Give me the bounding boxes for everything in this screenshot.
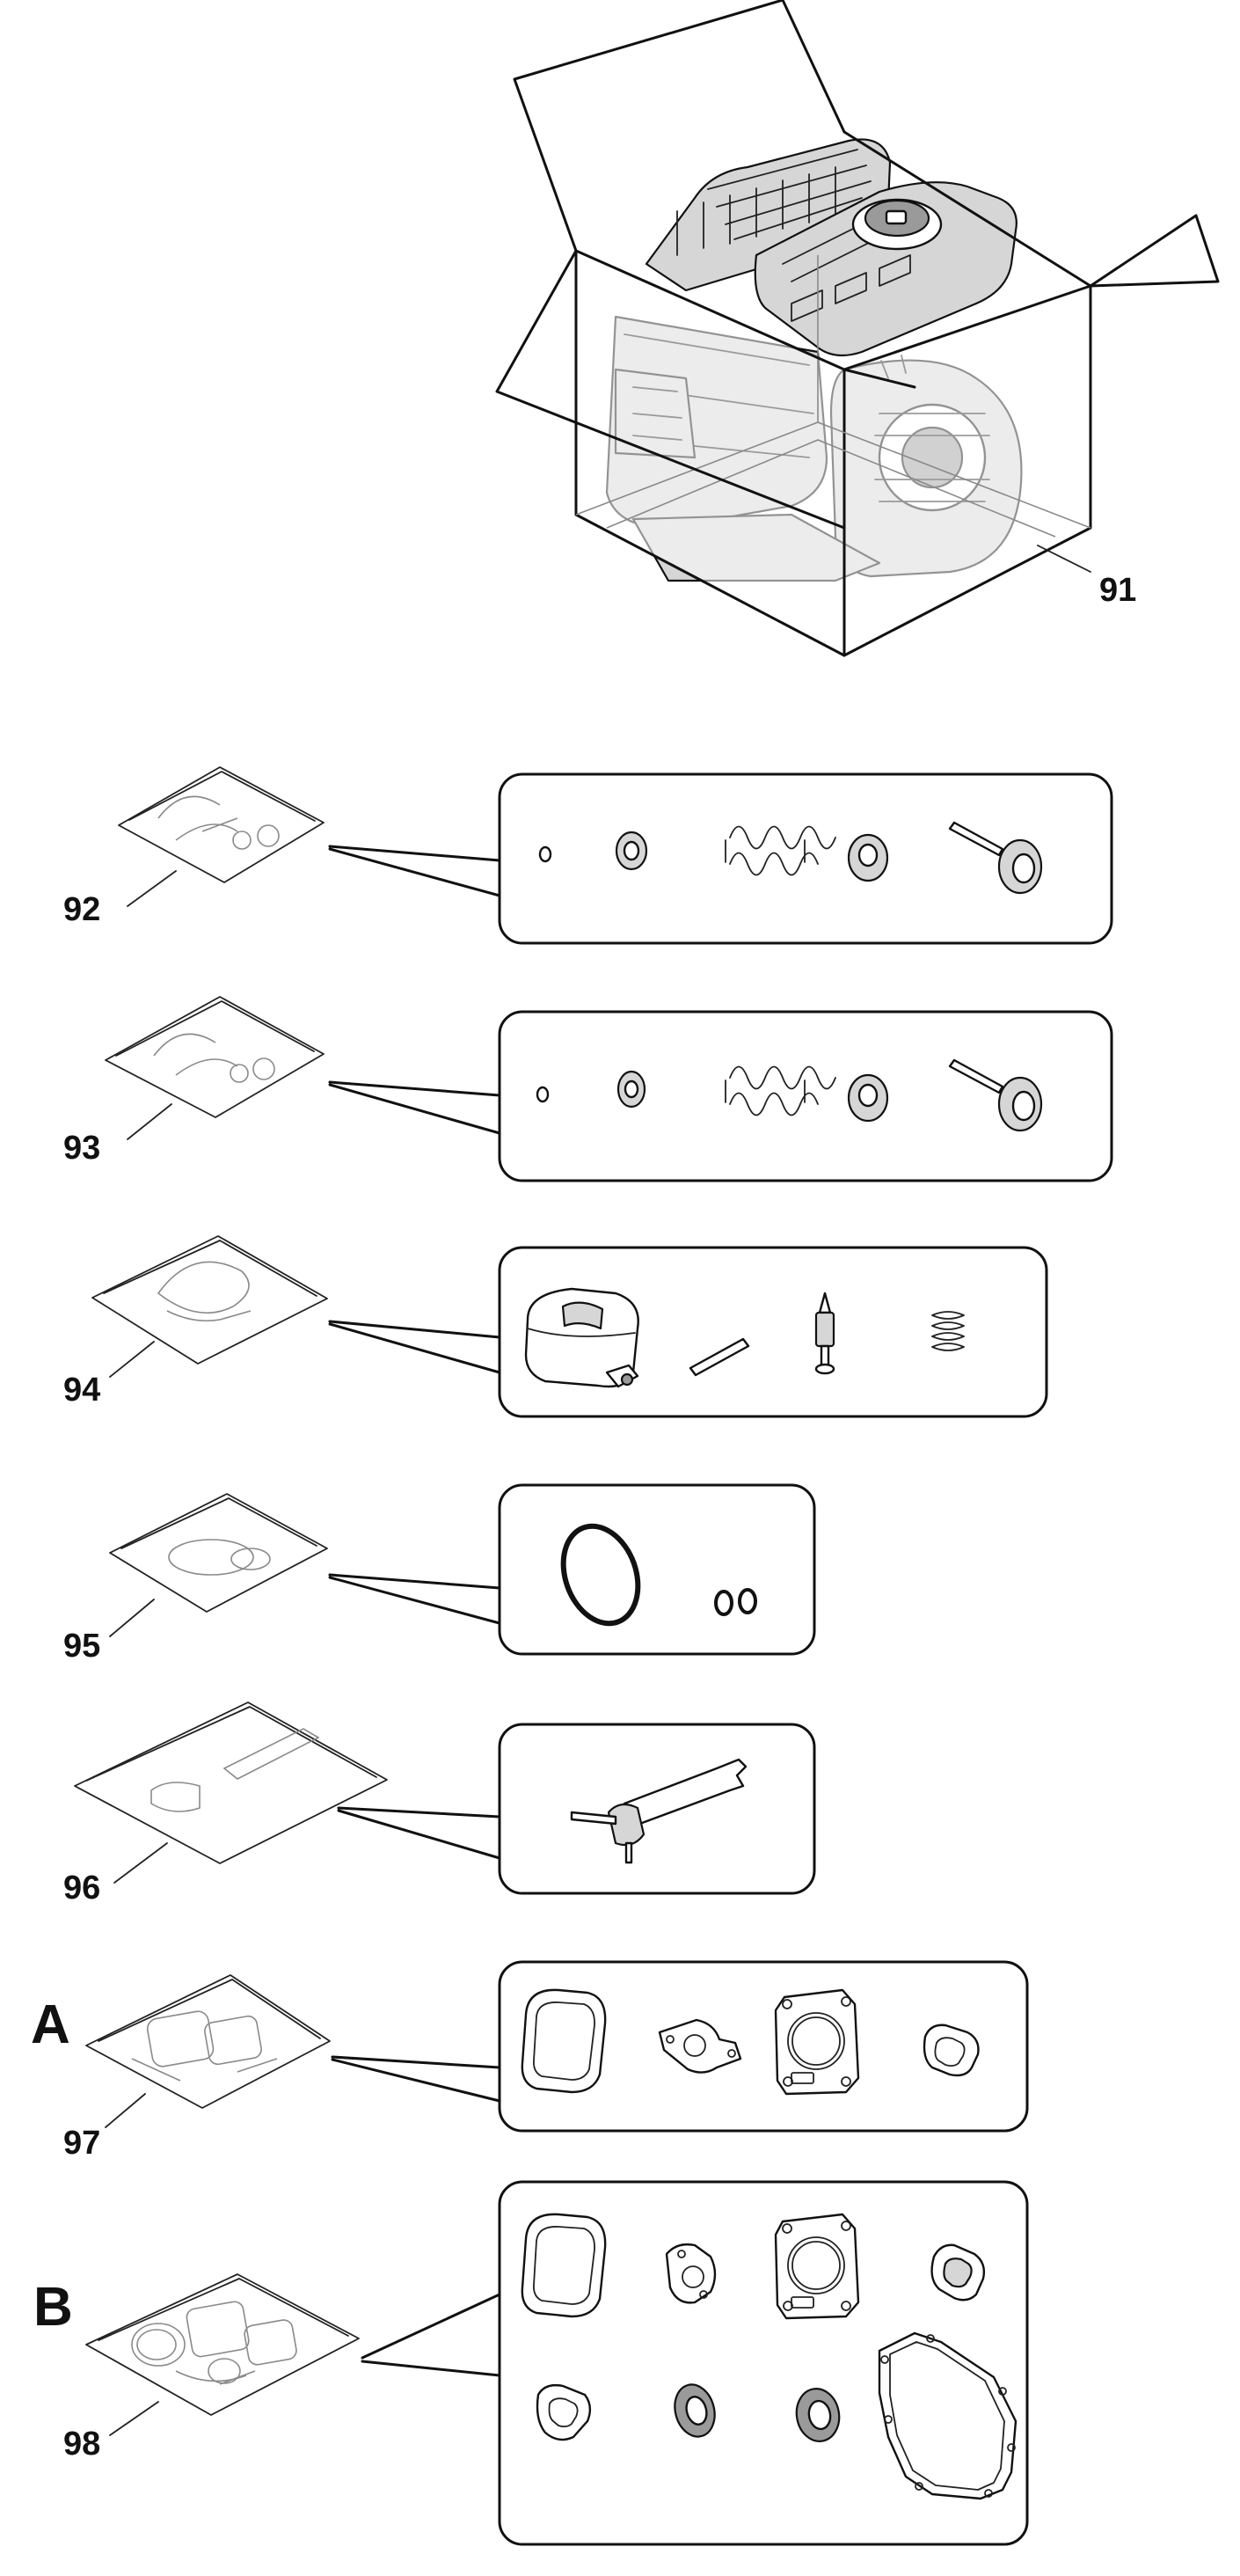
bag-92 — [118, 766, 325, 907]
spring-part — [931, 1311, 965, 1351]
callout-94: 94 — [63, 1372, 100, 1409]
oil-seal-part — [674, 2383, 716, 2438]
valve-seal-part — [847, 833, 889, 882]
kit-94: 94 — [63, 1235, 1048, 1418]
head-gasket-part — [774, 2213, 860, 2320]
valve-seal-part — [847, 1073, 889, 1123]
valve-part — [948, 1058, 1043, 1132]
float-pin-part — [689, 1337, 750, 1377]
crankcase-gasket-part — [878, 2331, 1018, 2500]
rocker-cover-gasket-part — [521, 2213, 607, 2318]
valve-keeper-part — [538, 845, 552, 863]
panel-98 — [498, 2180, 1029, 2546]
callout-98: 98 — [63, 2426, 100, 2463]
panel-93 — [498, 1010, 1113, 1182]
valve-retainer-part — [616, 1070, 646, 1109]
panel-94 — [498, 1246, 1048, 1418]
carburetor-gasket-part — [665, 2243, 717, 2304]
callout-95: 95 — [63, 1628, 100, 1665]
bag-98 — [85, 2273, 360, 2436]
o-ring-large-part — [560, 1523, 641, 1627]
o-ring-small-part — [714, 1588, 757, 1616]
callout-92: 92 — [63, 891, 100, 928]
bag-95 — [109, 1493, 328, 1637]
kit-92: 92 — [63, 766, 1113, 945]
callout-96: 96 — [63, 1870, 100, 1906]
engine-carton: 91 — [495, 0, 1220, 657]
valve-part — [948, 821, 1043, 895]
carburetor-gasket-part — [658, 2018, 742, 2074]
bag-93 — [105, 996, 325, 1140]
intake-gasket-part — [536, 2383, 592, 2441]
panel-96 — [498, 1723, 816, 1895]
exhaust-gasket-part — [923, 2023, 980, 2077]
group-a: A 97 — [31, 1960, 1029, 2162]
governor-arm-part — [570, 1758, 748, 1864]
callout-93: 93 — [63, 1130, 100, 1167]
group-b: B 98 — [33, 2180, 1029, 2546]
group-letter-a: A — [31, 1994, 70, 2055]
bag-96 — [74, 1701, 388, 1884]
valve-spring-part — [725, 1065, 836, 1116]
bag-97 — [85, 1974, 331, 2128]
valve-spring-part — [725, 825, 836, 876]
oil-seal-part — [795, 2388, 841, 2442]
exhaust-gasket-part — [930, 2243, 986, 2302]
callout-97: 97 — [63, 2125, 100, 2162]
panel-95 — [498, 1483, 816, 1656]
kit-95: 95 — [63, 1483, 816, 1665]
rocker-cover-gasket-part — [521, 1988, 607, 2094]
bag-94 — [91, 1235, 328, 1378]
panel-97 — [498, 1960, 1029, 2133]
group-letter-b: B — [33, 2277, 73, 2338]
head-gasket-part — [774, 1988, 860, 2096]
kit-93: 93 — [63, 996, 1113, 1182]
panel-92 — [498, 772, 1113, 945]
callout-91: 91 — [1099, 572, 1136, 609]
float-part — [524, 1287, 639, 1388]
valve-retainer-part — [615, 831, 648, 871]
kit-96: 96 — [63, 1701, 816, 1906]
valve-keeper-part — [536, 1086, 550, 1103]
needle-valve-part — [814, 1292, 835, 1375]
